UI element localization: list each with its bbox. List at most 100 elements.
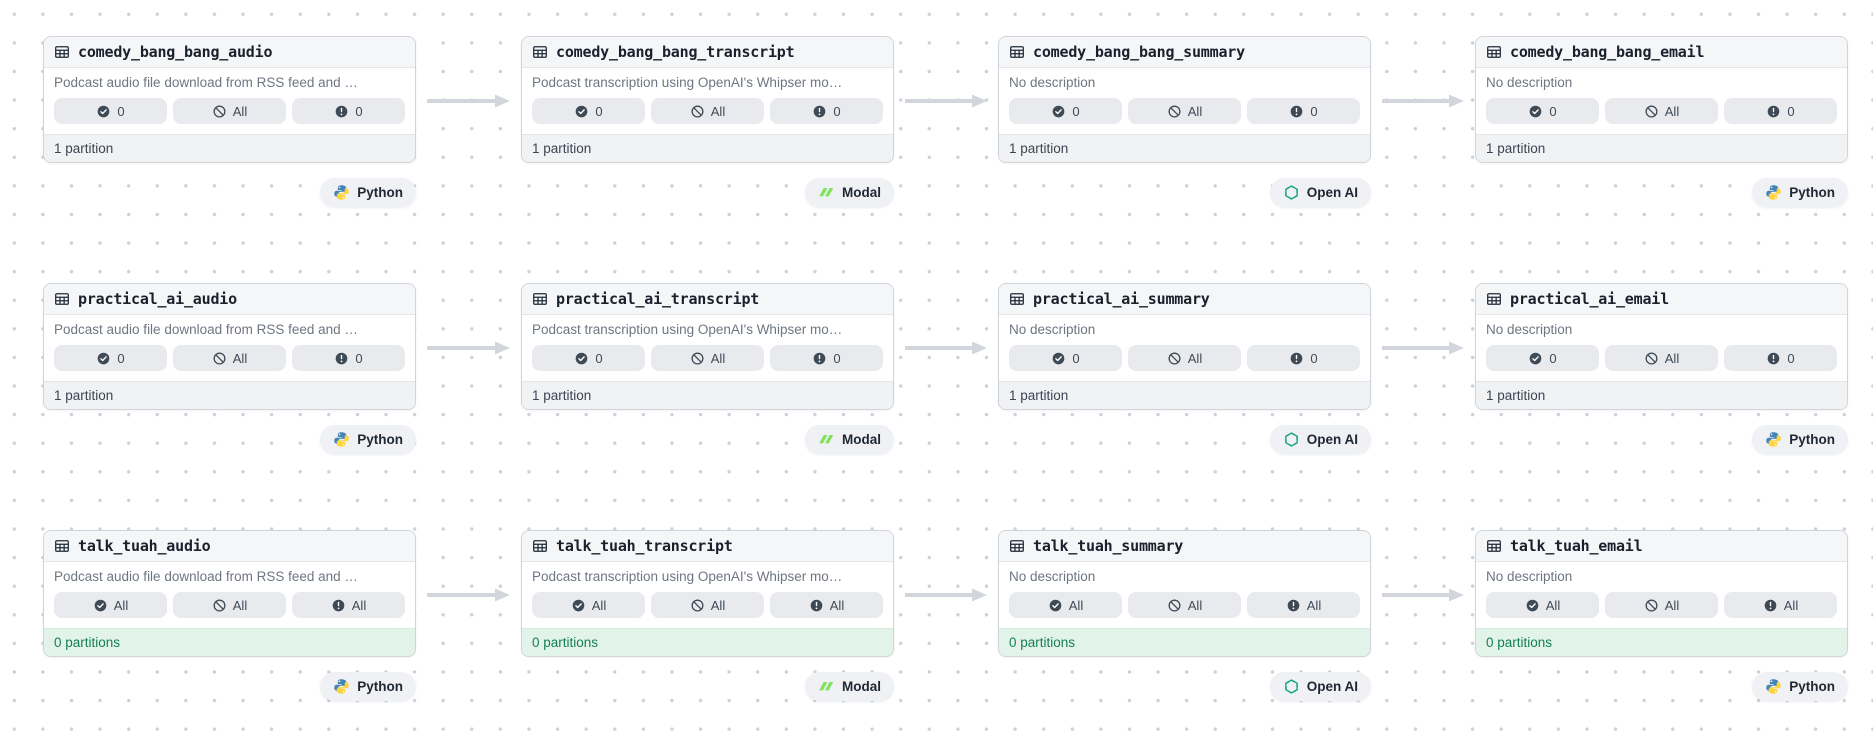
asset-status-badges: All All <box>54 592 405 618</box>
failed-status-badge[interactable]: 0 <box>770 98 883 124</box>
failed-status-badge[interactable]: All <box>1724 592 1837 618</box>
failed-status-badge[interactable]: 0 <box>770 345 883 371</box>
materialized-status-badge[interactable]: All <box>1486 592 1599 618</box>
compute-kind-tag[interactable]: Modal <box>805 672 894 701</box>
materialized-status-badge[interactable]: 0 <box>1486 98 1599 124</box>
asset-node[interactable]: comedy_bang_bang_summary No description … <box>998 36 1371 163</box>
asset-node[interactable]: practical_ai_audio Podcast audio file do… <box>43 283 416 410</box>
alert-circle-icon <box>334 351 349 366</box>
asset-node-header[interactable]: talk_tuah_summary <box>999 531 1370 562</box>
asset-status-badges: All All <box>1009 592 1360 618</box>
asset-node[interactable]: talk_tuah_email No description All <box>1475 530 1848 657</box>
missing-status-badge[interactable]: All <box>651 592 764 618</box>
partition-count-footer: 1 partition <box>44 381 415 409</box>
compute-kind-row: Python <box>1475 672 1848 701</box>
asset-status-badges: All All <box>532 592 883 618</box>
materialized-status-badge[interactable]: 0 <box>1009 98 1122 124</box>
compute-kind-tag[interactable]: Modal <box>805 425 894 454</box>
asset-node[interactable]: practical_ai_transcript Podcast transcri… <box>521 283 894 410</box>
badge-value: All <box>1783 597 1799 613</box>
materialized-status-badge[interactable]: All <box>1009 592 1122 618</box>
compute-kind-tag[interactable]: Open AI <box>1269 672 1371 701</box>
compute-kind-tag[interactable]: Python <box>1752 425 1848 454</box>
asset-node-header[interactable]: practical_ai_transcript <box>522 284 893 315</box>
materialized-status-badge[interactable]: 0 <box>54 345 167 371</box>
compute-kind-tag[interactable]: Python <box>320 425 416 454</box>
failed-status-badge[interactable]: 0 <box>292 345 405 371</box>
missing-status-badge[interactable]: All <box>173 98 286 124</box>
failed-status-badge[interactable]: 0 <box>1247 98 1360 124</box>
asset-description: Podcast audio file download from RSS fee… <box>54 569 358 584</box>
failed-status-badge[interactable]: 0 <box>292 98 405 124</box>
compute-kind-tag[interactable]: Python <box>320 672 416 701</box>
failed-status-badge[interactable]: All <box>292 592 405 618</box>
compute-kind-tag[interactable]: Python <box>320 178 416 207</box>
asset-cell: comedy_bang_bang_audio Podcast audio fil… <box>43 36 416 207</box>
asset-node-header[interactable]: talk_tuah_transcript <box>522 531 893 562</box>
asset-node-header[interactable]: practical_ai_email <box>1476 284 1847 315</box>
asset-node[interactable]: comedy_bang_bang_transcript Podcast tran… <box>521 36 894 163</box>
alert-circle-icon <box>1766 351 1781 366</box>
asset-node[interactable]: comedy_bang_bang_audio Podcast audio fil… <box>43 36 416 163</box>
missing-status-badge[interactable]: All <box>173 592 286 618</box>
missing-status-badge[interactable]: All <box>173 345 286 371</box>
failed-status-badge[interactable]: 0 <box>1724 98 1837 124</box>
asset-node[interactable]: practical_ai_summary No description 0 <box>998 283 1371 410</box>
compute-kind-tag[interactable]: Open AI <box>1269 425 1371 454</box>
asset-node-header[interactable]: practical_ai_summary <box>999 284 1370 315</box>
failed-status-badge[interactable]: All <box>1247 592 1360 618</box>
modal-icon <box>818 678 835 695</box>
asset-node-header[interactable]: comedy_bang_bang_email <box>1476 37 1847 68</box>
alert-circle-icon <box>809 598 824 613</box>
badge-value: 0 <box>595 103 603 119</box>
asset-node-header[interactable]: talk_tuah_email <box>1476 531 1847 562</box>
compute-kind-tag[interactable]: Python <box>1752 178 1848 207</box>
asset-node-header[interactable]: comedy_bang_bang_audio <box>44 37 415 68</box>
missing-status-badge[interactable]: All <box>1605 592 1718 618</box>
check-circle-icon <box>96 104 111 119</box>
failed-status-badge[interactable]: 0 <box>1247 345 1360 371</box>
missing-status-badge[interactable]: All <box>1128 345 1241 371</box>
missing-status-badge[interactable]: All <box>1128 592 1241 618</box>
materialized-status-badge[interactable]: All <box>54 592 167 618</box>
materialized-status-badge[interactable]: 0 <box>1486 345 1599 371</box>
asset-node[interactable]: talk_tuah_summary No description All <box>998 530 1371 657</box>
compute-kind-tag[interactable]: Open AI <box>1269 178 1371 207</box>
materialized-status-badge[interactable]: 0 <box>54 98 167 124</box>
asset-description: No description <box>1009 75 1096 90</box>
table-icon <box>1486 44 1502 60</box>
failed-status-badge[interactable]: 0 <box>1724 345 1837 371</box>
asset-node-header[interactable]: comedy_bang_bang_summary <box>999 37 1370 68</box>
compute-kind-tag[interactable]: Modal <box>805 178 894 207</box>
failed-status-badge[interactable]: All <box>770 592 883 618</box>
materialized-status-badge[interactable]: All <box>532 592 645 618</box>
materialized-status-badge[interactable]: 0 <box>532 345 645 371</box>
missing-status-badge[interactable]: All <box>651 345 764 371</box>
missing-status-badge[interactable]: All <box>651 98 764 124</box>
asset-cell: practical_ai_transcript Podcast transcri… <box>521 283 894 454</box>
asset-node[interactable]: practical_ai_email No description 0 <box>1475 283 1848 410</box>
asset-name: talk_tuah_email <box>1510 537 1643 555</box>
badge-value: 0 <box>1787 103 1795 119</box>
check-circle-icon <box>571 598 586 613</box>
missing-status-badge[interactable]: All <box>1605 345 1718 371</box>
asset-name: comedy_bang_bang_summary <box>1033 43 1245 61</box>
asset-cell: talk_tuah_summary No description All <box>998 530 1371 701</box>
compute-kind-row: Open AI <box>998 672 1371 701</box>
missing-status-badge[interactable]: All <box>1128 98 1241 124</box>
asset-node[interactable]: comedy_bang_bang_email No description 0 <box>1475 36 1848 163</box>
badge-value: All <box>1664 103 1680 119</box>
dependency-arrow <box>427 587 510 603</box>
asset-node-header[interactable]: talk_tuah_audio <box>44 531 415 562</box>
missing-status-badge[interactable]: All <box>1605 98 1718 124</box>
asset-node-header[interactable]: practical_ai_audio <box>44 284 415 315</box>
materialized-status-badge[interactable]: 0 <box>532 98 645 124</box>
asset-node[interactable]: talk_tuah_audio Podcast audio file downl… <box>43 530 416 657</box>
asset-node-header[interactable]: comedy_bang_bang_transcript <box>522 37 893 68</box>
asset-node[interactable]: talk_tuah_transcript Podcast transcripti… <box>521 530 894 657</box>
asset-name: comedy_bang_bang_transcript <box>556 43 795 61</box>
slash-circle-icon <box>212 598 227 613</box>
compute-kind-tag[interactable]: Python <box>1752 672 1848 701</box>
materialized-status-badge[interactable]: 0 <box>1009 345 1122 371</box>
